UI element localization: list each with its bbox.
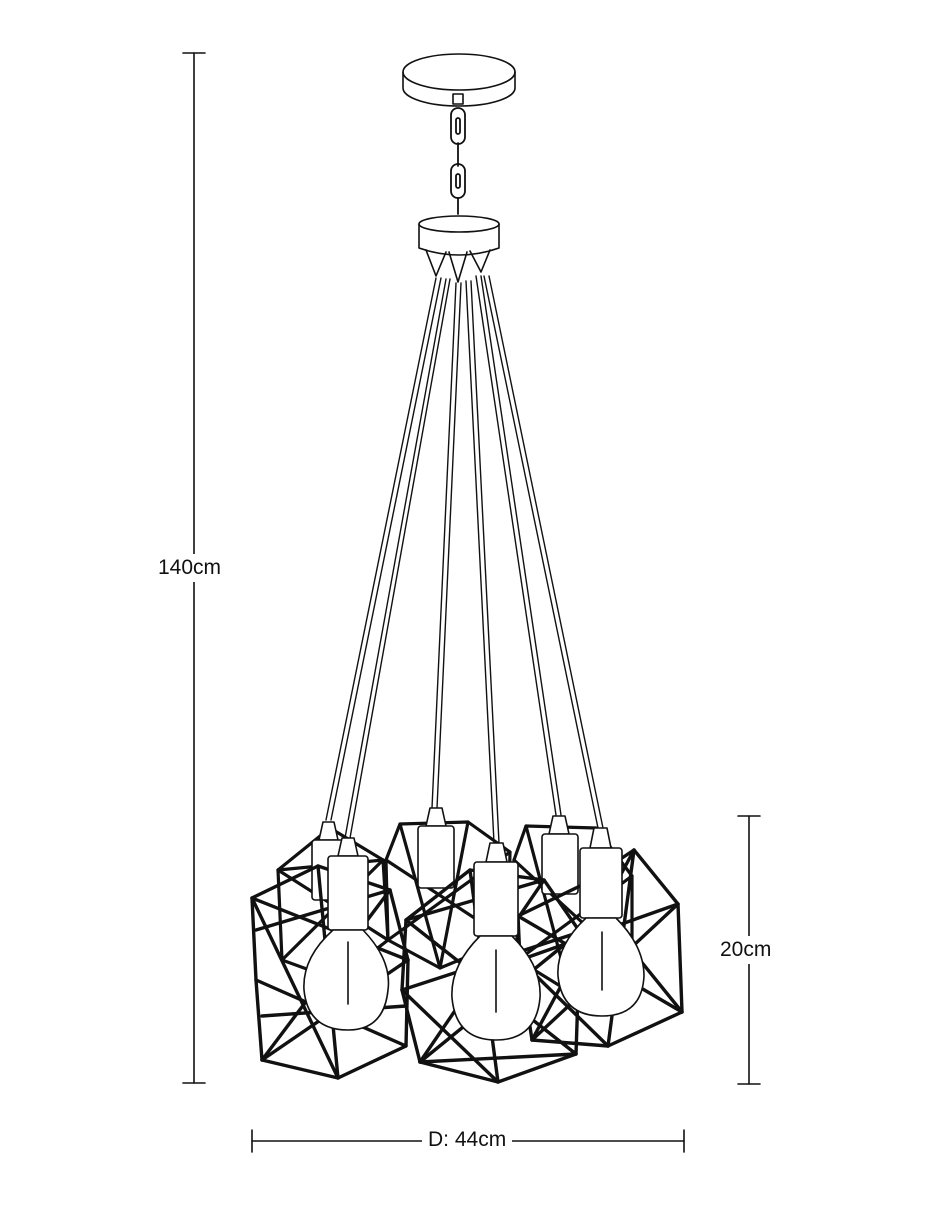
bulb-right [557, 917, 645, 1017]
chain [450, 107, 466, 215]
bulb-left [303, 929, 390, 1031]
sockets-front [327, 827, 623, 937]
diameter-label: D: 44cm [422, 1128, 513, 1152]
shade-height-label: 20cm [720, 936, 772, 964]
total-height-label: 140cm [158, 554, 222, 582]
cluster-hub [418, 215, 500, 283]
bulbs [303, 917, 645, 1041]
pendant-cords [325, 275, 604, 844]
ceiling-canopy [402, 53, 516, 107]
